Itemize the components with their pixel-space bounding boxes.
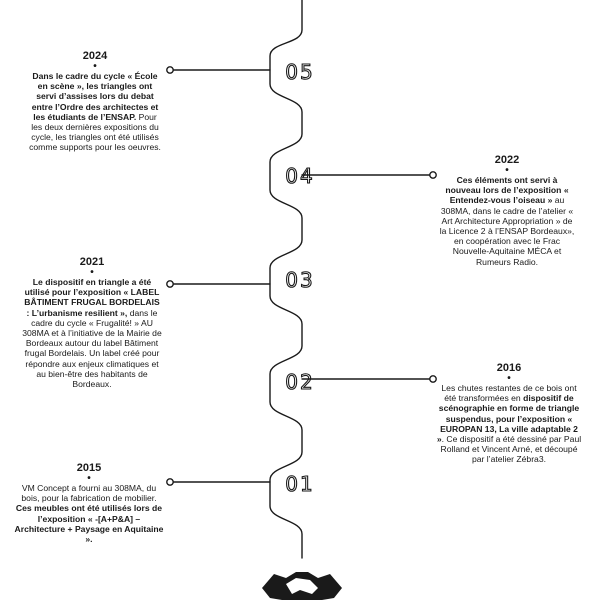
entry-text-bold: Ces éléments ont servi à nouveau lors de… [445, 175, 569, 206]
bullet: • [507, 373, 511, 384]
node-2021 [166, 280, 174, 288]
entry-year: 2022 [494, 154, 520, 166]
entry-year: 2021 [79, 256, 105, 268]
entry-text: Dans le cadre du cycle « École en scène … [28, 71, 162, 153]
entry-text-regular: Pour les deux dernières expositions du c… [29, 111, 161, 153]
step-number-03: 03 [285, 268, 314, 292]
entry-text: Le dispositif en triangle a été utilisé … [22, 277, 162, 389]
entry-year: 2015 [76, 462, 102, 474]
entry-text-bold: Ces meubles ont été utilisés lors de l’e… [14, 503, 164, 545]
bullet: • [90, 267, 94, 278]
entry-text-bold: Dans le cadre du cycle « École en scène … [31, 71, 159, 122]
node-2024 [166, 66, 174, 74]
bullet: • [93, 61, 97, 72]
entry-2016: 2016 • Les chutes restantes de ce bois o… [436, 362, 582, 465]
node-2022 [429, 171, 437, 179]
entry-text-regular: dans le cadre du cycle « Frugalité! » AU… [22, 307, 162, 390]
entry-year: 2024 [82, 50, 108, 62]
step-number-04: 04 [285, 164, 314, 188]
entry-year: 2016 [496, 362, 522, 374]
timeline-spine [269, 0, 303, 559]
entry-text: VM Concept a fourni au 308MA, du bois, p… [14, 483, 164, 544]
handshake-icon [262, 572, 342, 600]
entry-text: Ces éléments ont servi à nouveau lors de… [438, 175, 576, 267]
entry-2022: 2022 • Ces éléments ont servi à nouveau … [438, 154, 576, 267]
step-number-05: 05 [285, 60, 314, 84]
entry-text: Les chutes restantes de ce bois ont été … [436, 383, 582, 465]
entry-2024: 2024 • Dans le cadre du cycle « École en… [28, 50, 162, 153]
step-number-01: 01 [285, 472, 314, 496]
entry-2021: 2021 • Le dispositif en triangle a été u… [22, 256, 162, 389]
entry-text-bold: Le dispositif en triangle a été utilisé … [24, 277, 160, 318]
step-number-02: 02 [285, 370, 314, 394]
entry-text-regular: . Ce dispositif a été dessiné par Paul R… [440, 434, 582, 465]
bullet: • [87, 473, 91, 484]
entry-text-bold: dispositif de scénographie en forme de t… [436, 393, 580, 445]
node-2015 [166, 478, 174, 486]
entry-2015: 2015 • VM Concept a fourni au 308MA, du … [14, 462, 164, 544]
entry-text-regular: au 308MA, dans le cadre de l’atelier « A… [439, 195, 575, 267]
entry-text-regular: Les chutes restantes de ce bois ont été … [441, 383, 577, 404]
node-2016 [429, 375, 437, 383]
bullet: • [505, 165, 509, 176]
entry-text-regular: VM Concept a fourni au 308MA, du bois, p… [21, 483, 157, 504]
